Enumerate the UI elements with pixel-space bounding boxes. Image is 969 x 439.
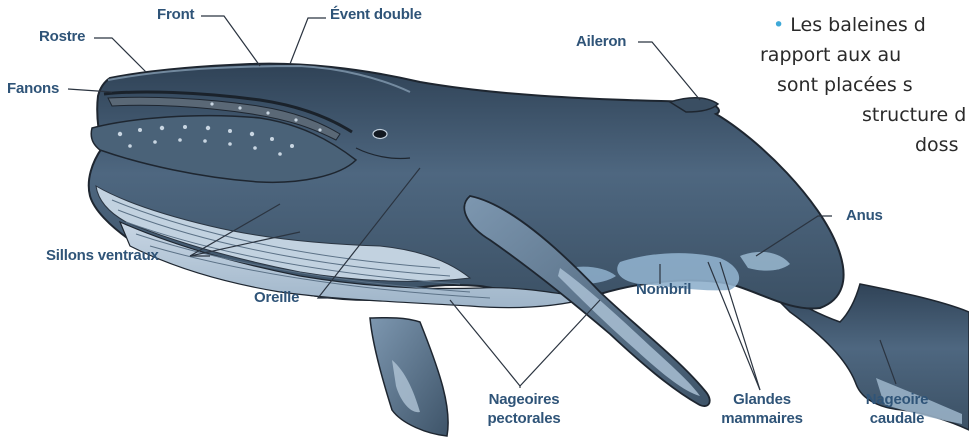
- side-text-line1: • Les baleines d: [773, 10, 926, 40]
- label-rostre: Rostre: [39, 27, 85, 46]
- label-fanons: Fanons: [7, 79, 59, 98]
- label-nageoires-pectorales: Nageoires pectorales: [476, 390, 572, 428]
- label-oreille: Oreille: [254, 288, 299, 307]
- label-glandes-line2: mammaires: [712, 409, 812, 428]
- label-nombril: Nombril: [636, 280, 691, 299]
- side-text-line5: doss: [915, 130, 958, 160]
- side-text-line3: sont placées s: [777, 70, 913, 100]
- label-anus: Anus: [846, 206, 883, 225]
- leader-nageoires-a: [450, 300, 520, 386]
- label-nageoires-line2: pectorales: [476, 409, 572, 428]
- side-text-bullet: •: [773, 14, 784, 36]
- leader-nageoires-b: [520, 300, 600, 386]
- label-caudale-line2: caudale: [850, 409, 944, 428]
- label-nageoire-caudale: Nageoire caudale: [850, 390, 944, 428]
- leader-aileron: [638, 42, 700, 100]
- whale-eye: [373, 130, 387, 139]
- label-front: Front: [157, 5, 194, 24]
- side-text-line4: structure d: [862, 100, 966, 130]
- label-aileron: Aileron: [576, 32, 626, 51]
- side-text-line2: rapport aux au: [760, 40, 901, 70]
- label-sillons-ventraux: Sillons ventraux: [46, 246, 159, 265]
- label-glandes-line1: Glandes: [712, 390, 812, 409]
- label-caudale-line1: Nageoire: [850, 390, 944, 409]
- leader-event: [290, 18, 326, 64]
- side-text-line1-content: Les baleines d: [784, 14, 926, 36]
- label-nageoires-line1: Nageoires: [476, 390, 572, 409]
- label-event-double: Évent double: [330, 5, 422, 24]
- leader-rostre: [94, 38, 146, 72]
- label-glandes-mammaires: Glandes mammaires: [712, 390, 812, 428]
- leader-front: [201, 16, 260, 66]
- far-pectoral-fin: [370, 318, 448, 436]
